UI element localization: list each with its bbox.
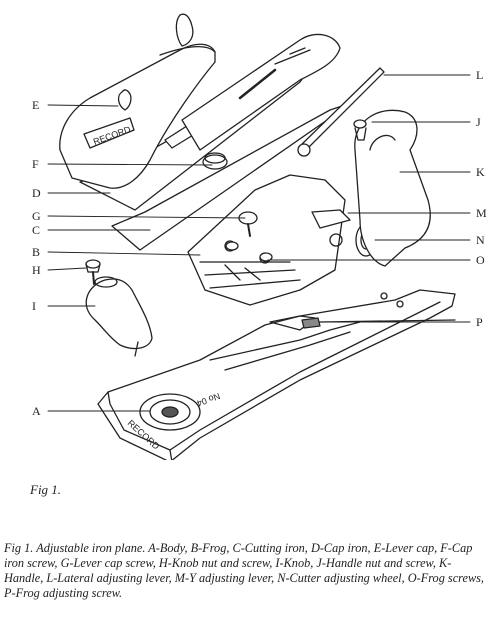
knob-drawing (85, 276, 153, 357)
label-m: M (476, 206, 487, 220)
y-lever-drawing (311, 209, 351, 229)
cap-iron-screw-drawing (202, 152, 228, 170)
handle-drawing (354, 109, 431, 267)
label-f: F (32, 157, 39, 171)
label-h: H (32, 263, 41, 277)
label-d: D (32, 186, 41, 200)
plane-body-drawing (97, 289, 456, 460)
label-n: N (476, 233, 485, 247)
label-p: P (476, 315, 483, 329)
label-i: I (32, 299, 36, 313)
leader-lines-right (267, 74, 471, 323)
figure-label: Fig 1. (30, 482, 62, 497)
handle-nut-drawing (353, 119, 367, 141)
figure-caption: Fig 1. Adjustable iron plane. A-Body, B-… (4, 541, 485, 600)
label-j: J (476, 115, 481, 129)
body-upper-drawing (181, 33, 341, 151)
label-a: A (32, 404, 41, 418)
exploded-plane-diagram: RECORD (47, 13, 471, 460)
label-e: E (32, 98, 40, 112)
leader-lines-left (47, 104, 246, 412)
lever-cap-drawing: RECORD (59, 13, 216, 189)
label-o: O (476, 253, 485, 267)
label-b: B (32, 245, 41, 259)
label-c: C (32, 223, 41, 237)
label-k: K (476, 165, 485, 179)
knob-nut-drawing (85, 259, 101, 285)
label-l: L (476, 68, 484, 82)
label-g: G (32, 209, 41, 223)
lateral-lever-drawing (297, 67, 385, 157)
frog-screws-drawing (225, 241, 273, 262)
